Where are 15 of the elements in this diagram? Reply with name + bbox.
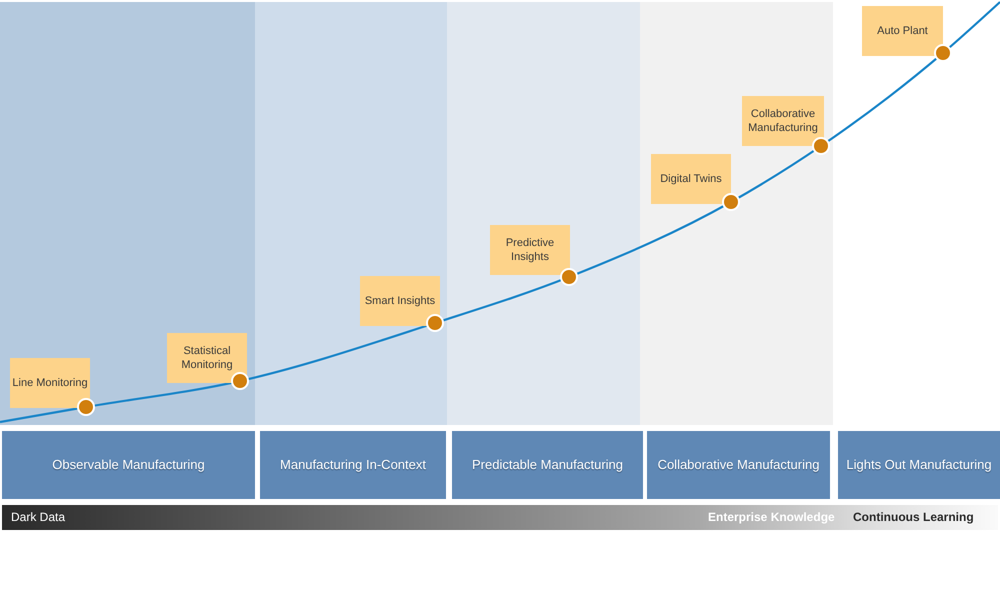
stage-box: Manufacturing In-Context bbox=[260, 431, 446, 499]
milestone-note: Auto Plant bbox=[862, 6, 943, 56]
milestone-note: Statistical Monitoring bbox=[167, 333, 247, 383]
milestone-note: Line Monitoring bbox=[10, 358, 90, 408]
stage-box: Predictable Manufacturing bbox=[452, 431, 643, 499]
bar-label: Enterprise Knowledge bbox=[708, 510, 835, 525]
milestone-note: Predictive Insights bbox=[490, 225, 570, 275]
stage-box: Observable Manufacturing bbox=[2, 431, 255, 499]
stage-box: Lights Out Manufacturing bbox=[838, 431, 1000, 499]
stage-box: Collaborative Manufacturing bbox=[647, 431, 830, 499]
milestone-note: Collaborative Manufacturing bbox=[742, 96, 824, 146]
milestone-note: Digital Twins bbox=[651, 154, 731, 204]
bar-label: Dark Data bbox=[11, 510, 66, 525]
milestone-note: Smart Insights bbox=[360, 276, 440, 326]
bar-label: Continuous Learning bbox=[853, 510, 974, 525]
